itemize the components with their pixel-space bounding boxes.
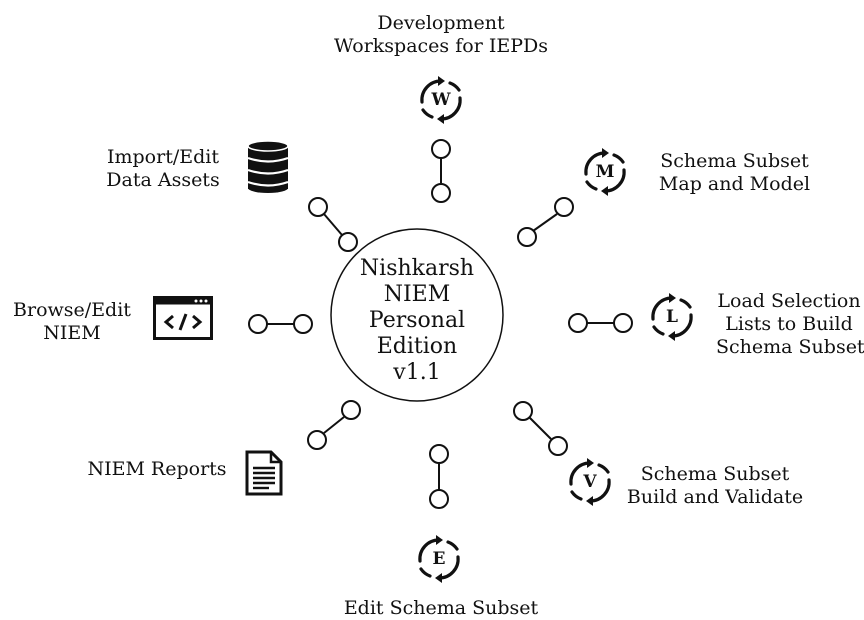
database-icon[interactable] — [247, 140, 289, 194]
center-circle — [330, 228, 504, 402]
connector-dot — [341, 400, 361, 420]
connector-dot — [431, 183, 451, 203]
selection-lists-label-line-3: Schema Subset — [716, 336, 864, 358]
cycle-arrows-icon — [651, 293, 693, 341]
selection-lists-cycle-icon[interactable]: L — [645, 290, 699, 344]
build-validate-label: Schema Subset Build and Validate — [622, 463, 808, 509]
connector-dot — [338, 232, 358, 252]
center-line-4: Edition — [376, 334, 458, 359]
center-line-1: Nishkarsh — [359, 256, 475, 281]
workspaces-label-line-1: Development — [377, 12, 505, 34]
connector-dot — [429, 489, 449, 509]
workspaces-label: Development Workspaces for IEPDs — [318, 12, 564, 58]
import-edit-label-line-1: Import/Edit — [107, 146, 219, 168]
selection-lists-label-line-2: Lists to Build — [725, 313, 853, 335]
build-validate-label-line-1: Schema Subset — [640, 463, 790, 485]
edit-subset-label: Edit Schema Subset — [334, 597, 548, 620]
browse-edit-label-line-1: Browse/Edit — [13, 299, 131, 321]
connector-dot — [431, 139, 451, 159]
document-icon[interactable] — [245, 450, 283, 496]
connector-dot — [248, 314, 268, 334]
center-line-3: Personal — [368, 308, 466, 333]
cycle-arrows-icon — [569, 458, 611, 506]
reports-label: NIEM Reports — [82, 458, 232, 481]
workspaces-badge: W — [431, 90, 451, 110]
edit-subset-badge: E — [432, 549, 446, 569]
connector-dot — [307, 430, 327, 450]
center-line-2: NIEM — [383, 282, 451, 307]
connector-dot — [613, 313, 633, 333]
connector-dot — [548, 436, 568, 456]
workspaces-cycle-icon[interactable]: W — [414, 73, 468, 127]
connector-dot — [513, 401, 533, 421]
cycle-arrows-icon — [418, 535, 460, 583]
import-edit-label-line-2: Data Assets — [106, 169, 220, 191]
reports-label-line-1: NIEM Reports — [87, 458, 227, 480]
build-validate-cycle-icon[interactable]: V — [563, 455, 617, 509]
edit-subset-cycle-icon[interactable]: E — [412, 532, 466, 586]
build-validate-badge: V — [583, 472, 597, 492]
edit-subset-label-line-1: Edit Schema Subset — [343, 597, 539, 619]
browse-edit-label-line-2: NIEM — [43, 322, 101, 344]
map-model-label: Schema Subset Map and Model — [652, 150, 817, 196]
connector-dot — [429, 444, 449, 464]
cycle-arrows-icon — [584, 148, 626, 196]
code-window-icon[interactable] — [153, 296, 213, 340]
cycle-arrows-icon — [420, 76, 462, 124]
map-model-cycle-icon[interactable]: M — [578, 145, 632, 199]
map-model-badge: M — [595, 162, 615, 182]
map-model-label-line-2: Map and Model — [658, 173, 811, 195]
selection-lists-label-line-1: Load Selection — [717, 290, 861, 312]
browse-edit-label: Browse/Edit NIEM — [4, 299, 140, 345]
connector-dot — [517, 227, 537, 247]
map-model-label-line-1: Schema Subset — [660, 150, 809, 172]
import-edit-label: Import/Edit Data Assets — [96, 146, 230, 192]
center-line-5: v1.1 — [393, 360, 441, 385]
selection-lists-label: Load Selection Lists to Build Schema Sub… — [716, 290, 864, 359]
connector-dot — [568, 313, 588, 333]
selection-lists-badge: L — [666, 307, 678, 327]
connector-dot — [554, 197, 574, 217]
center-title: Nishkarsh NIEM Personal Edition v1.1 — [331, 256, 503, 386]
workspaces-label-line-2: Workspaces for IEPDs — [334, 35, 548, 57]
build-validate-label-line-2: Build and Validate — [626, 486, 804, 508]
connector-dot — [293, 314, 313, 334]
connector-dot — [308, 197, 328, 217]
